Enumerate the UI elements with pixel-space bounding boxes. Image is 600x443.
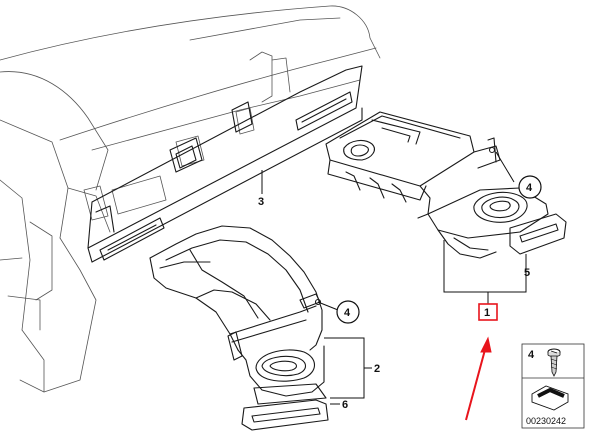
callout-1-box xyxy=(478,303,498,321)
callout-circle-4-left xyxy=(336,300,360,324)
reference-code: 00230242 xyxy=(526,416,566,426)
callout-1: 1 xyxy=(484,307,490,319)
panel-placeholder-icon xyxy=(531,385,569,411)
callout-4-right: 4 xyxy=(526,182,533,194)
callout-2: 2 xyxy=(374,363,380,375)
arrow-head-icon xyxy=(480,336,492,353)
callout-6: 6 xyxy=(342,399,348,411)
bezel-left xyxy=(241,399,329,431)
legend-box: 4 00230242 xyxy=(521,343,585,429)
highlight-arrow xyxy=(465,336,492,421)
left-cup-holder xyxy=(149,225,327,405)
dashboard-outline xyxy=(0,5,381,393)
callout-4-left: 4 xyxy=(344,307,351,319)
callout-3: 3 xyxy=(258,196,264,208)
right-cup-holder xyxy=(325,111,567,259)
callouts: 3 4 5 1 4 2 6 xyxy=(258,151,542,411)
legend-item-number: 4 xyxy=(528,349,535,361)
callout-5: 5 xyxy=(524,267,530,279)
screw-icon xyxy=(547,348,561,377)
callout-circle-4-right xyxy=(518,175,542,199)
trim-strip xyxy=(87,65,363,263)
